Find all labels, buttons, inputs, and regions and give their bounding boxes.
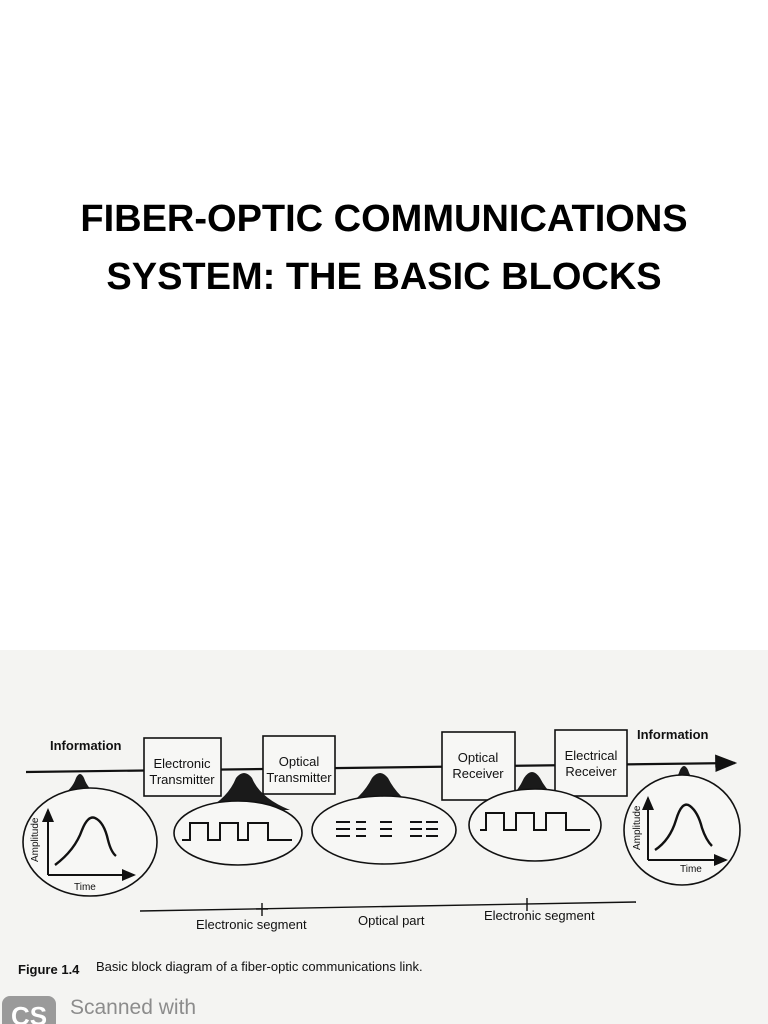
figure-caption-label: Figure 1.4 <box>18 962 80 977</box>
watermark-text: Scanned with <box>70 996 197 1019</box>
right-plot-xlabel: Time <box>680 864 702 875</box>
optical-receiver-block: Optical Receiver <box>441 731 516 801</box>
slide-title-line-1: FIBER-OPTIC COMMUNICATIONS <box>80 198 688 240</box>
electronic-transmitter-line-2: Transmitter <box>149 772 215 787</box>
segment-left-label: Electronic segment <box>196 917 307 932</box>
segment-right-label: Electronic segment <box>484 908 595 923</box>
electronic-transmitter-block: Electronic Transmitter <box>143 737 222 797</box>
camscanner-logo-icon: CS <box>2 996 56 1024</box>
segment-middle-label: Optical part <box>358 913 425 928</box>
block-diagram: Information Information Electronic Trans… <box>18 727 741 977</box>
electrical-receiver-line-1: Electrical <box>565 748 618 763</box>
information-left-label: Information <box>50 738 122 753</box>
optical-receiver-line-2: Receiver <box>452 766 504 781</box>
optical-transmitter-line-2: Transmitter <box>266 770 332 785</box>
information-right-label: Information <box>637 727 709 742</box>
optical-pulse-signal <box>311 795 457 865</box>
optical-receiver-line-1: Optical <box>458 750 499 765</box>
optical-transmitter-block: Optical Transmitter <box>262 735 336 795</box>
information-flow-line <box>25 754 738 774</box>
left-plot-ylabel: Amplitude <box>30 817 41 862</box>
electrical-pulse-signal <box>173 800 303 866</box>
left-plot-xlabel: Time <box>74 882 96 893</box>
scanned-figure: Information Information Electronic Trans… <box>0 650 768 1024</box>
slide-title: FIBER-OPTIC COMMUNICATIONS SYSTEM: THE B… <box>0 190 768 306</box>
slide-title-line-2: SYSTEM: THE BASIC BLOCKS <box>106 256 662 298</box>
electrical-receiver-block: Electrical Receiver <box>554 729 628 797</box>
figure-caption-text: Basic block diagram of a fiber-optic com… <box>96 959 423 974</box>
right-signal-plot: Amplitude Time <box>623 774 741 886</box>
electronic-transmitter-line-1: Electronic <box>153 756 211 771</box>
received-pulse-signal <box>468 788 602 862</box>
electrical-receiver-line-2: Receiver <box>565 764 617 779</box>
optical-transmitter-line-1: Optical <box>279 754 320 769</box>
figure-caption: Figure 1.4 Basic block diagram of a fibe… <box>18 959 423 977</box>
segment-indicator <box>139 898 637 916</box>
scanner-watermark: CS Scanned with <box>0 988 260 1024</box>
right-plot-ylabel: Amplitude <box>632 805 643 850</box>
left-signal-plot: Amplitude Time <box>22 787 158 897</box>
